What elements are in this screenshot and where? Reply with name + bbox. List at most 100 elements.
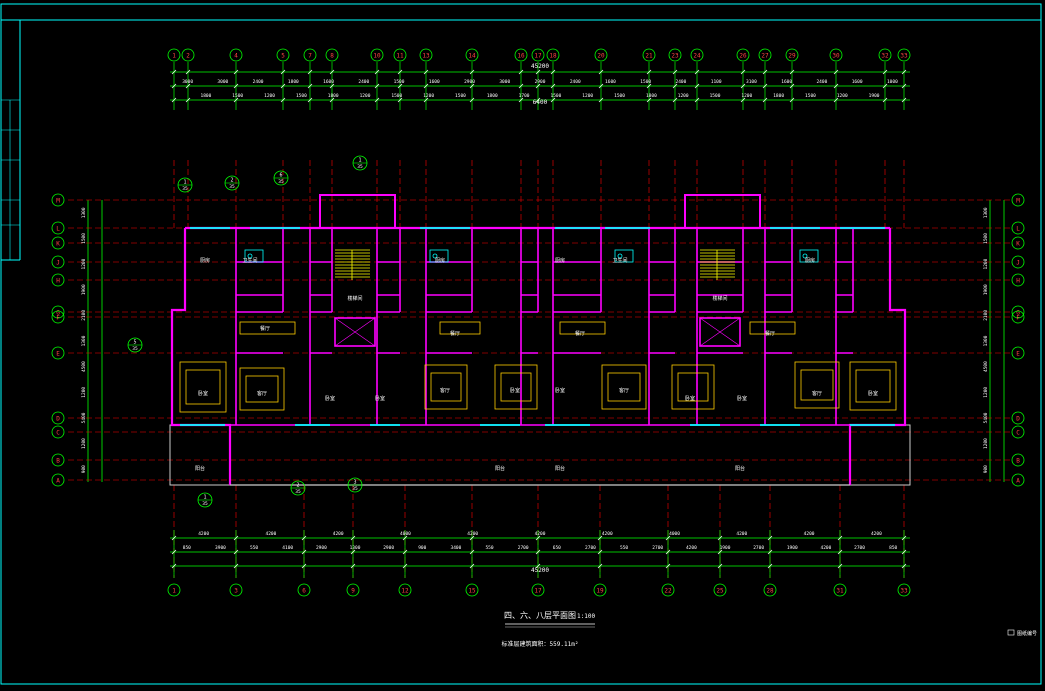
dim-tick [901, 83, 907, 89]
dim-tick [280, 97, 286, 103]
axis-bubble-right [1011, 310, 1025, 324]
top-dimension-value: 1200 [423, 93, 434, 99]
bed-inner [855, 369, 891, 403]
dining-table [749, 321, 796, 335]
bottom-dimension-value: 2900 [316, 545, 327, 551]
axis-label-top: 5 [281, 53, 285, 60]
top-dimension-value: 3000 [217, 79, 228, 85]
overall-top-dimension: 45200 [531, 63, 549, 70]
axis-label-top: 17 [534, 53, 542, 60]
dim-tick [837, 549, 843, 555]
top-dimension-value: 1600 [605, 79, 616, 85]
axis-label-right: C [1016, 430, 1020, 437]
axis-bubble-top [531, 48, 545, 62]
dimension-ticks [171, 69, 907, 569]
room-label: 厨房 [555, 257, 565, 264]
top-dimension-value: 1500 [296, 93, 307, 99]
top-dimension-value: 2900 [464, 79, 475, 85]
room-label: 厨房 [435, 257, 445, 264]
axis-label-top: 30 [832, 53, 840, 60]
dim-tick [233, 535, 239, 541]
axis-bubble-bottom [398, 583, 412, 597]
building-walls [169, 194, 911, 486]
dim-tick [171, 535, 177, 541]
dim-tick [598, 97, 604, 103]
axis-label-left: G [56, 310, 60, 317]
top-dimension-value: 3100 [746, 79, 757, 85]
area-note: 标准层建筑面积：559.11m² [502, 640, 579, 648]
axis-bubble-bottom [593, 583, 607, 597]
dim-tick [469, 83, 475, 89]
axis-bubble-top [370, 48, 384, 62]
dim-tick [672, 83, 678, 89]
top-dimension-value: 1500 [550, 93, 561, 99]
kitchen-counter [614, 249, 634, 263]
callout-number: 2 [230, 178, 233, 184]
bottom-dimension-value: 4200 [871, 531, 882, 537]
top-dimension-value: 2400 [570, 79, 581, 85]
axis-label-bottom: 3 [234, 588, 238, 595]
axis-label-top: 10 [373, 53, 381, 60]
axis-label-left: F [56, 315, 60, 322]
top-dimension-value: 1500 [232, 93, 243, 99]
dim-tick [694, 69, 700, 75]
bottom-dimension-value: 850 [889, 545, 897, 551]
axis-label-right: A [1016, 478, 1020, 485]
axis-label-top: 26 [739, 53, 747, 60]
dim-tick [185, 83, 191, 89]
dim-tick [171, 97, 177, 103]
dim-tick [397, 69, 403, 75]
room-label: 客厅 [812, 390, 822, 397]
left-dimension-value: 1200 [81, 258, 87, 269]
axis-label-top: 11 [396, 53, 404, 60]
bed-or-sofa [179, 361, 227, 413]
axis-label-top: 29 [788, 53, 796, 60]
dim-tick [740, 83, 746, 89]
axis-label-top: 24 [693, 53, 701, 60]
kitchen-counter [244, 249, 264, 263]
axis-label-bottom: 19 [596, 588, 604, 595]
axis-label-top: 27 [761, 53, 769, 60]
top-dimension-value: 1800 [773, 93, 784, 99]
axis-label-top: 4 [234, 53, 238, 60]
dim-tick [665, 549, 671, 555]
dim-tick [665, 563, 671, 569]
axis-label-bottom: 15 [468, 588, 476, 595]
bed-inner [607, 372, 641, 402]
windows [180, 227, 895, 426]
light-well [334, 317, 376, 347]
callout-number: 3 [353, 480, 356, 486]
left-dimension-value: 1200 [81, 387, 87, 398]
right-dimension-value: 1900 [983, 284, 989, 295]
right-dimension-value: 1200 [983, 387, 989, 398]
top-dimension-value: 1600 [323, 79, 334, 85]
axis-bubble-bottom [465, 583, 479, 597]
room-label: 餐厅 [575, 330, 585, 337]
right-dimension-value: 1300 [983, 335, 989, 346]
bottom-dimension-value: 1900 [720, 545, 731, 551]
axis-label-top: 7 [308, 53, 312, 60]
kitchen-counter [429, 249, 449, 263]
top-dimension-value: 1200 [582, 93, 593, 99]
axis-label-top: 16 [517, 53, 525, 60]
axis-bubble-bottom [531, 583, 545, 597]
dim-tick [329, 83, 335, 89]
dim-tick [280, 69, 286, 75]
axis-label-top: 32 [881, 53, 889, 60]
dim-tick [646, 69, 652, 75]
room-label: 卧室 [510, 387, 520, 394]
room-label: 客厅 [619, 387, 629, 394]
top-dimension-value: 1500 [614, 93, 625, 99]
axis-label-left: J [56, 260, 60, 267]
axis-bubble-right [1011, 273, 1025, 287]
drawing-scale: 1:100 [577, 613, 595, 620]
axis-bubble-left [51, 255, 65, 269]
dim-tick [469, 97, 475, 103]
dim-tick [672, 97, 678, 103]
right-dimension-value: 5400 [983, 412, 989, 423]
axis-bubble-top [736, 48, 750, 62]
axis-label-top: 20 [597, 53, 605, 60]
